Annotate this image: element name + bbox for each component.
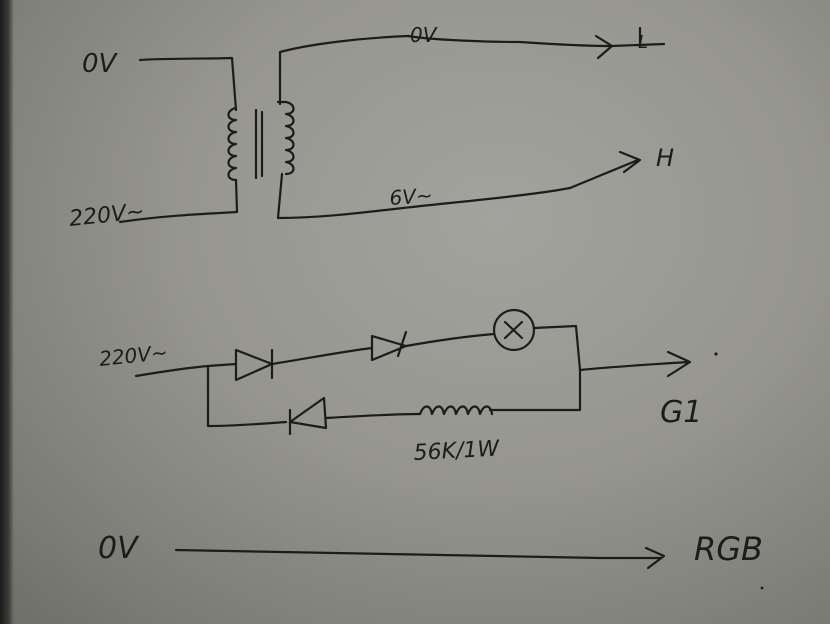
rgb-section: 0V RGB [98,530,764,590]
primary-top-wire [138,56,238,112]
output-wire [578,360,690,372]
out-top-terminal [610,26,666,48]
bottom-wire [324,412,422,420]
secondary-coil [276,100,295,176]
diode-3 [288,396,328,436]
rgb-wire [174,548,662,560]
top-wire-c [404,332,496,348]
input-label: 220V~ [98,340,169,371]
rgb-end-label: RGB [694,530,763,568]
primary-top-label: 0V [82,49,119,79]
out-top-label: L [638,32,648,53]
primary-coil [227,106,238,182]
lamp-circuit-section: 220V~ 56K/1W G1 [98,308,718,466]
pencil-dot [714,352,718,356]
lamp-x [503,320,524,340]
right-wire [488,324,582,412]
secondary-top-label: 0V [410,23,438,47]
left-drop-wire [206,364,288,428]
pencil-dot [760,586,764,590]
primary-bottom-label: 220V~ [68,199,146,232]
secondary-bottom-label: 6V~ [389,183,434,210]
top-wire-a [206,362,238,368]
input-wire [134,364,210,378]
diode-2 [370,330,408,362]
top-wire-b [270,346,374,366]
rgb-arrow [644,546,666,570]
rgb-start-label: 0V [98,531,140,566]
diode-1 [234,348,274,382]
lamp-circle [492,308,536,352]
resistor-56k [418,405,494,416]
secondary-top-wire [278,34,612,106]
secondary-bottom-wire [276,158,640,220]
transformer-section: 0V 220V~ 0V 6V~ L H [68,23,674,232]
out-bottom-label: H [656,144,674,172]
primary-bottom-wire [118,178,239,224]
output-arrow [666,350,692,378]
output-label: G1 [660,395,702,430]
out-bottom-arrow [618,150,642,174]
resistor-label: 56K/1W [413,436,501,466]
